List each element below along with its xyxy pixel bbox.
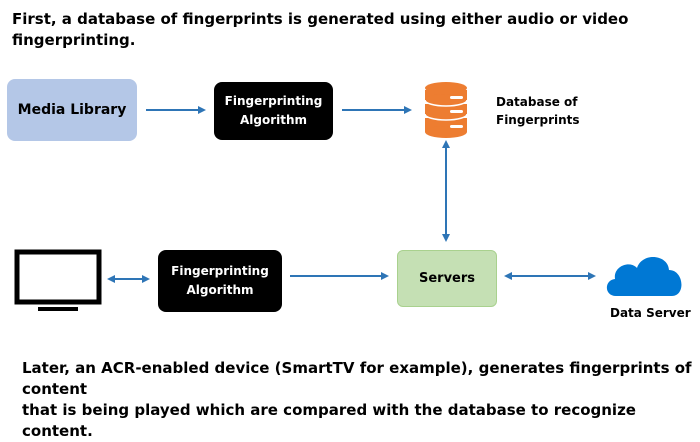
caption-top-line-1: First, a database of fingerprints is gen… xyxy=(12,10,629,28)
fingerprinting-algorithm-top-box: Fingerprinting Algorithm xyxy=(214,82,333,140)
caption-bottom: Later, an ACR-enabled device (SmartTV fo… xyxy=(22,358,692,442)
cloud-icon xyxy=(606,256,682,296)
fingerprinting-algorithm-bottom-box: Fingerprinting Algorithm xyxy=(158,250,282,312)
media-library-box: Media Library xyxy=(7,79,137,141)
fingerprinting-algorithm-top-label: Fingerprinting Algorithm xyxy=(224,94,323,127)
media-library-label: Media Library xyxy=(17,102,127,118)
database-label-line-1: Database of xyxy=(496,95,578,109)
caption-bottom-line-1: Later, an ACR-enabled device (SmartTV fo… xyxy=(22,359,692,398)
database-label: Database of Fingerprints xyxy=(496,93,596,129)
caption-top: First, a database of fingerprints is gen… xyxy=(12,9,682,51)
tv-monitor-icon xyxy=(14,249,102,311)
diagram-canvas xyxy=(14,82,682,311)
data-server-label: Data Server xyxy=(610,304,700,322)
database-label-line-2: Fingerprints xyxy=(496,113,580,127)
fingerprinting-algorithm-bottom-label: Fingerprinting Algorithm xyxy=(171,264,269,297)
servers-label: Servers xyxy=(418,271,476,286)
servers-box: Servers xyxy=(397,250,497,307)
database-cylinder-icon xyxy=(424,82,468,138)
data-server-label-text: Data Server xyxy=(610,306,691,320)
caption-top-line-2: fingerprinting. xyxy=(12,31,136,49)
